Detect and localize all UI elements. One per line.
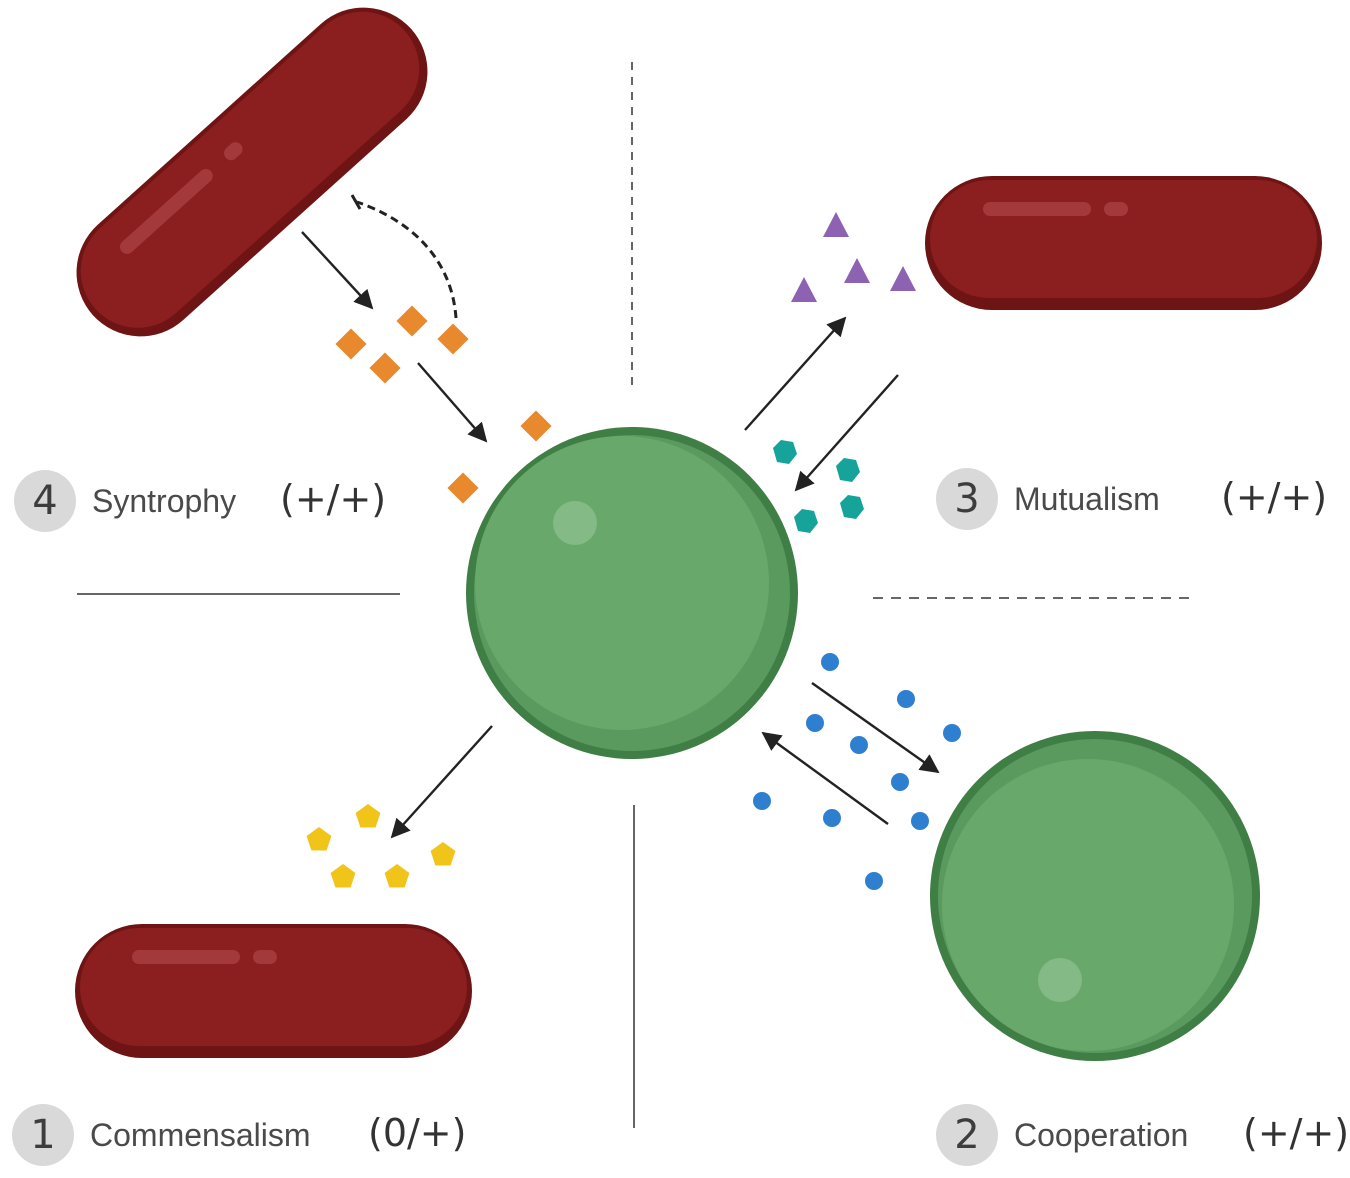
rod-bacterium-syntrophy xyxy=(76,7,428,337)
arrow-rod-to-diamonds xyxy=(301,231,374,310)
metabolite-dot xyxy=(850,736,868,754)
inhibition-feedback xyxy=(350,194,458,319)
metabolite-dot xyxy=(911,812,929,830)
interaction-sign: (+/+) xyxy=(1243,1111,1350,1155)
metabolite-dot xyxy=(821,653,839,671)
metabolite-dot xyxy=(865,872,883,890)
central-coccus xyxy=(466,427,798,759)
label-commensalism: 1 Commensalism (0/+) xyxy=(12,1103,482,1167)
label-mutualism: 3 Mutualism (+/+) xyxy=(936,467,1336,531)
label-syntrophy: 4 Syntrophy (+/+) xyxy=(14,469,394,533)
commensalism-pentagons xyxy=(306,804,456,888)
interaction-name: Mutualism xyxy=(1014,480,1160,517)
arrow-diamonds-to-coccus xyxy=(417,362,488,443)
metabolite-triangle xyxy=(890,266,916,291)
metabolite-hexagon xyxy=(794,509,818,533)
metabolite-dot xyxy=(897,690,915,708)
number-badge: 2 xyxy=(936,1104,998,1166)
metabolite-hexagon xyxy=(840,495,864,519)
metabolite-dot xyxy=(943,724,961,742)
metabolite-pentagon xyxy=(306,827,332,851)
metabolite-pentagon xyxy=(430,842,456,866)
label-cooperation: 2 Cooperation (+/+) xyxy=(936,1103,1350,1167)
metabolite-diamond xyxy=(335,328,367,360)
number-badge: 3 xyxy=(936,468,998,530)
mutualism-triangles xyxy=(791,212,916,302)
cooperation-coccus xyxy=(930,731,1260,1061)
metabolite-diamond xyxy=(437,323,469,355)
interaction-sign: (+/+) xyxy=(1221,475,1328,519)
arrow-coccus-to-dots xyxy=(811,682,940,774)
mutualism-hexagons xyxy=(773,440,864,533)
interaction-name: Cooperation xyxy=(1014,1116,1189,1153)
arrow-coccus-to-pentagons xyxy=(390,725,493,839)
interaction-name: Syntrophy xyxy=(92,482,237,519)
metabolite-triangle xyxy=(844,258,870,283)
metabolite-hexagon xyxy=(773,440,797,464)
metabolite-diamond xyxy=(447,472,479,504)
metabolite-dot xyxy=(806,714,824,732)
interaction-sign: (+/+) xyxy=(280,477,387,521)
metabolite-hexagon xyxy=(836,458,860,482)
cooperation-dots xyxy=(753,653,961,890)
metabolite-pentagon xyxy=(355,804,381,828)
interaction-sign: (0/+) xyxy=(368,1111,467,1155)
metabolite-pentagon xyxy=(384,864,410,888)
metabolite-diamond xyxy=(369,352,401,384)
number-badge: 1 xyxy=(12,1104,74,1166)
rod-bacterium-commensalism xyxy=(75,924,472,1058)
metabolite-dot xyxy=(823,809,841,827)
interaction-arrows xyxy=(301,231,940,839)
interaction-name: Commensalism xyxy=(90,1116,311,1153)
metabolite-dot xyxy=(753,792,771,810)
metabolite-diamond xyxy=(520,410,552,442)
metabolite-triangle xyxy=(791,277,817,302)
number-badge: 4 xyxy=(14,470,76,532)
arrow-coccus-to-triangles xyxy=(744,316,847,431)
metabolite-triangle xyxy=(823,212,849,237)
arrow-rod-to-hexagons xyxy=(794,374,899,492)
arrow-dots-to-coccus xyxy=(761,731,889,825)
metabolite-diamond xyxy=(396,305,428,337)
metabolite-pentagon xyxy=(330,864,356,888)
rod-bacterium-mutualism xyxy=(925,176,1322,310)
metabolite-dot xyxy=(891,773,909,791)
